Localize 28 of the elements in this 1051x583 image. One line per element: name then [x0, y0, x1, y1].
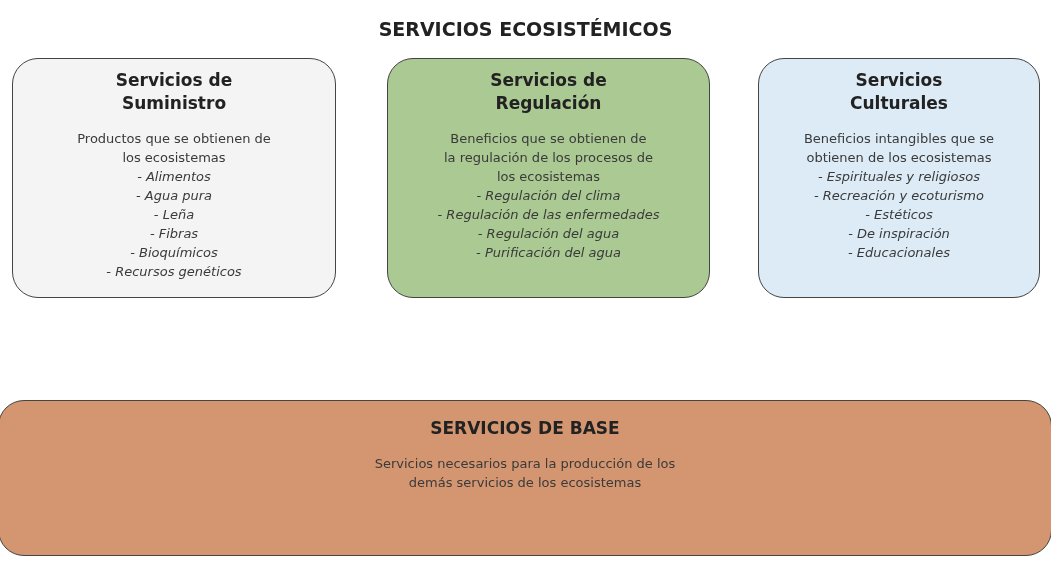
list-item: - Recursos genéticos — [105, 263, 243, 281]
list-item: - Regulación de las enfermedades — [436, 206, 661, 224]
description-text: Productos que se obtienen de los ecosistemas — [76, 130, 272, 167]
description-text: Beneficios intangibles que se obtienen de los ecosistemas — [802, 130, 996, 167]
list-item: - De inspiración — [847, 225, 951, 243]
list-item: - Agua pura — [134, 187, 214, 205]
list-item: - Estéticos — [864, 206, 934, 224]
list-item: - Regulación del clima — [475, 187, 622, 205]
list-item: - Educacionales — [847, 244, 951, 262]
category-card — [0, 400, 1051, 556]
list-item: - Alimentos — [136, 168, 212, 186]
list-item: - Bioquímicos — [129, 244, 219, 262]
card-heading: SERVICIOS DE BASE — [429, 417, 621, 440]
category-card — [387, 58, 710, 298]
card-heading: Servicios de Regulación — [489, 69, 608, 115]
card-heading: Servicios Culturales — [849, 69, 949, 115]
diagram-title: SERVICIOS ECOSISTÉMICOS — [377, 18, 674, 40]
list-item: - Fibras — [148, 225, 200, 243]
card-heading: Servicios de Suministro — [114, 69, 234, 115]
category-card — [758, 58, 1040, 298]
description-text: Beneficios que se obtienen de la regulación de los procesos de los ecosistemas — [443, 130, 654, 186]
list-item: - Purificación del agua — [475, 244, 622, 262]
list-item: - Espirituales y religiosos — [816, 168, 982, 186]
list-item: - Recreación y ecoturismo — [813, 187, 985, 205]
description-text: Servicios necesarios para la producción de los demás servicios de los ecosistemas — [373, 455, 677, 492]
category-card — [12, 58, 336, 298]
list-item: - Leña — [152, 206, 196, 224]
list-item: - Regulación del agua — [476, 225, 621, 243]
